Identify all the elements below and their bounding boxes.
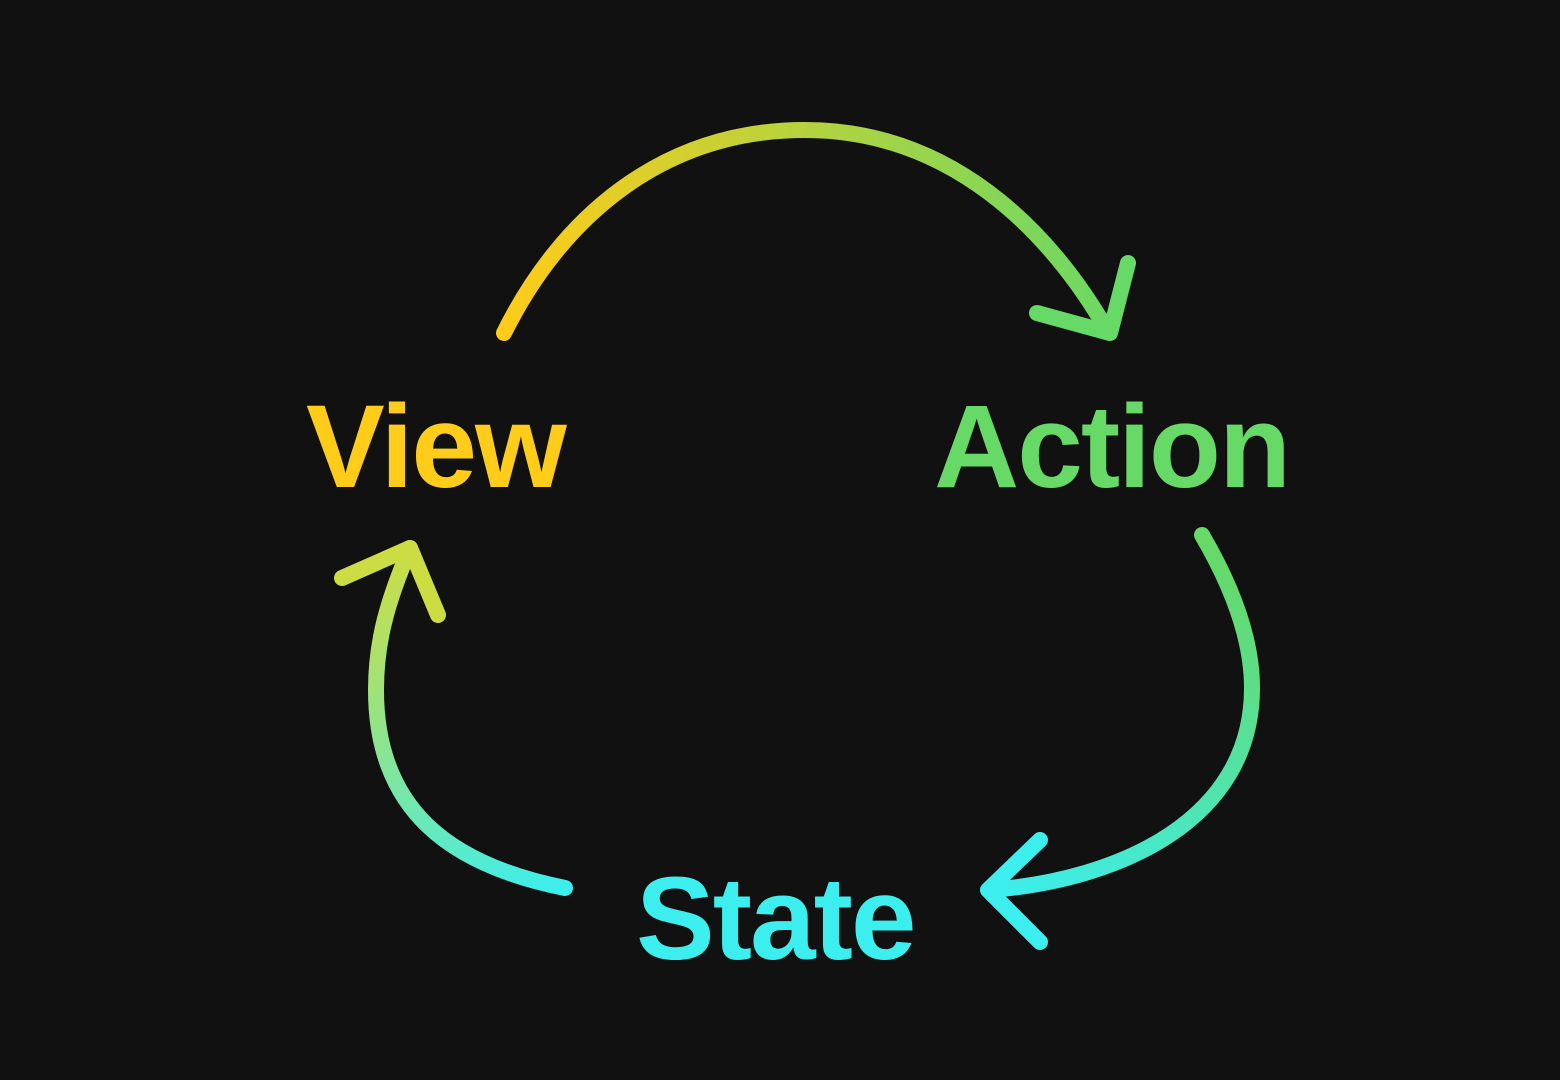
arrow-action-to-state	[980, 527, 1261, 950]
arrow-view-to-action	[496, 121, 1136, 341]
node-action: Action	[934, 381, 1291, 513]
arrow-state-to-view	[334, 540, 573, 896]
node-state: State	[636, 853, 917, 985]
node-view: View	[306, 381, 567, 513]
